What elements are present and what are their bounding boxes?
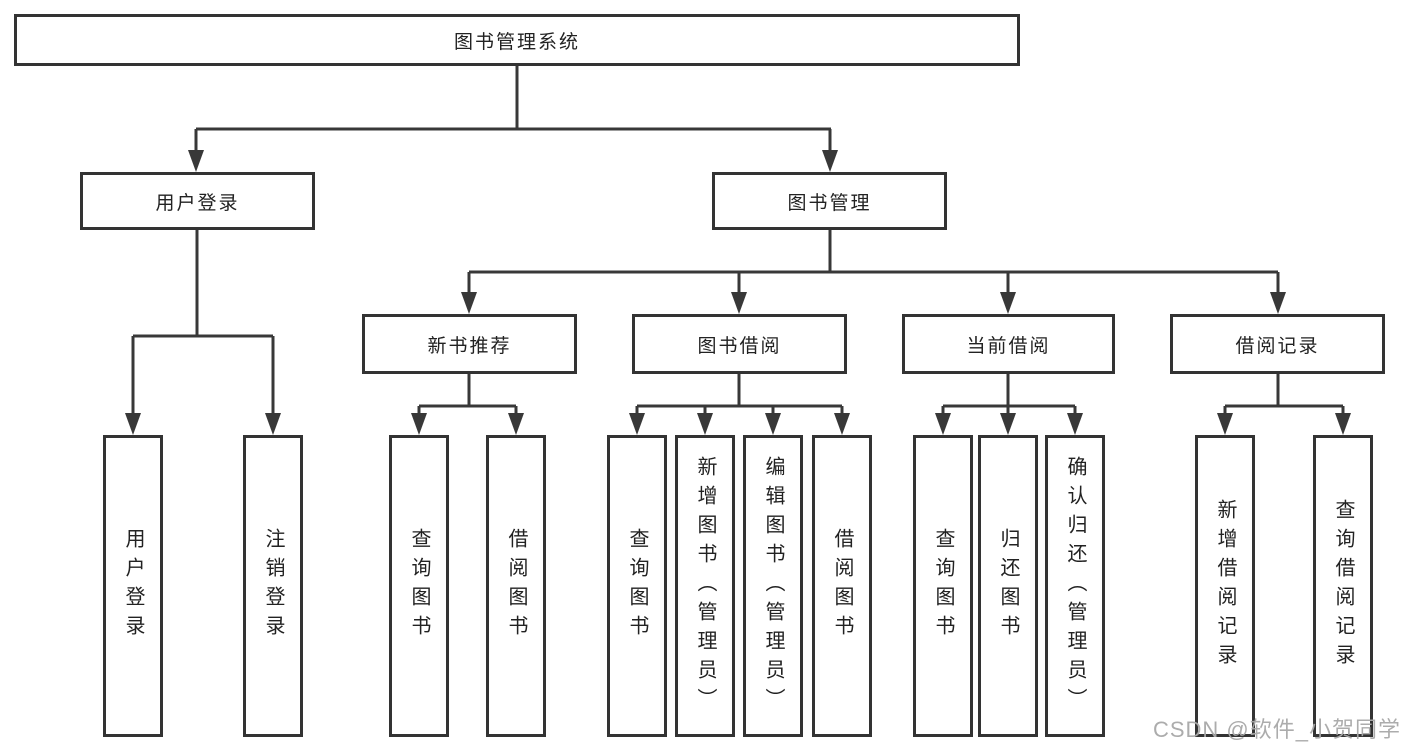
- node-book-management: 图书管理: [712, 172, 947, 230]
- leaf-user-login: 用户登录: [103, 435, 163, 737]
- leaf-borrow-query-books: 查询图书: [607, 435, 667, 737]
- node-borrowing-records: 借阅记录: [1170, 314, 1385, 374]
- leaf-current-query-books: 查询图书: [913, 435, 973, 737]
- node-label: 注销登录: [262, 528, 284, 644]
- node-label: 查询图书: [626, 528, 648, 644]
- node-label: 当前借阅: [966, 335, 1051, 357]
- node-label: 归还图书: [997, 528, 1019, 644]
- csdn-watermark: CSDN @软件_小贺同学: [1152, 717, 1401, 742]
- leaf-borrow-borrow-books: 借阅图书: [812, 435, 872, 737]
- node-label: 新书推荐: [427, 335, 512, 357]
- node-label: 用户登录: [122, 528, 144, 644]
- node-label: 图书借阅: [697, 335, 782, 357]
- node-label: 借阅图书: [505, 528, 527, 644]
- node-library-management-system: 图书管理系统: [14, 14, 1020, 66]
- leaf-logout: 注销登录: [243, 435, 303, 737]
- leaf-current-return-books: 归还图书: [978, 435, 1038, 737]
- node-label: 查询图书: [932, 528, 954, 644]
- node-label: 借阅图书: [831, 528, 853, 644]
- node-label: 新增图书（管理员）: [694, 455, 716, 717]
- leaf-records-add-record: 新增借阅记录: [1195, 435, 1255, 737]
- node-user-login: 用户登录: [80, 172, 315, 230]
- node-label: 图书管理: [787, 192, 872, 214]
- node-new-book-recommend: 新书推荐: [362, 314, 577, 374]
- node-current-borrowing: 当前借阅: [902, 314, 1115, 374]
- node-label: 查询图书: [408, 528, 430, 644]
- node-label: 查询借阅记录: [1332, 499, 1354, 673]
- node-book-borrowing: 图书借阅: [632, 314, 847, 374]
- node-label: 新增借阅记录: [1214, 499, 1236, 673]
- node-label: 用户登录: [155, 192, 240, 214]
- leaf-newbook-query-books: 查询图书: [389, 435, 449, 737]
- leaf-borrow-edit-books-admin: 编辑图书（管理员）: [743, 435, 803, 737]
- leaf-borrow-add-books-admin: 新增图书（管理员）: [675, 435, 735, 737]
- leaf-records-query-record: 查询借阅记录: [1313, 435, 1373, 737]
- leaf-current-confirm-return-admin: 确认归还（管理员）: [1045, 435, 1105, 737]
- node-label: 确认归还（管理员）: [1064, 455, 1086, 717]
- leaf-newbook-borrow-books: 借阅图书: [486, 435, 546, 737]
- node-label: 图书管理系统: [453, 31, 580, 53]
- node-label: 借阅记录: [1235, 335, 1320, 357]
- node-label: 编辑图书（管理员）: [762, 455, 784, 717]
